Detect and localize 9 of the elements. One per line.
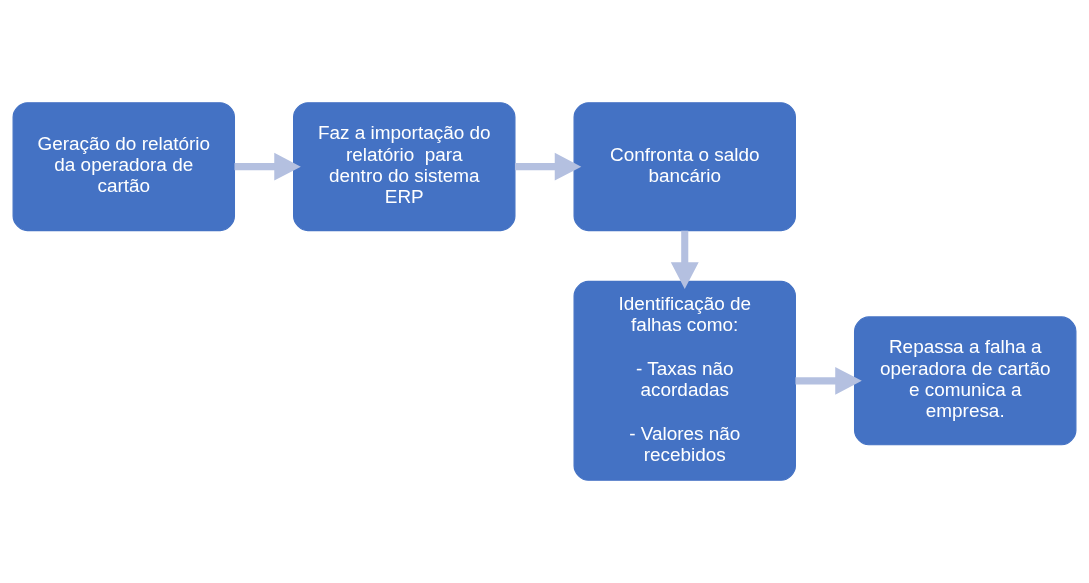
node-box: Faz a importação do relatório para dentro do sistema ERP xyxy=(293,102,516,232)
arrow xyxy=(670,230,699,289)
arrow xyxy=(795,366,862,395)
node-box: Identificação de falhas como: - Taxas não acordadas - Valores não recebidos xyxy=(573,280,796,481)
arrow xyxy=(514,152,582,181)
arrow xyxy=(234,152,301,181)
node-box: Geração do relatório da operadora de cartão xyxy=(12,102,235,232)
node-box: Repassa a falha a operadora de cartão e comunica a empresa. xyxy=(854,316,1077,446)
node-box: Confronta o saldo bancário xyxy=(573,102,796,232)
